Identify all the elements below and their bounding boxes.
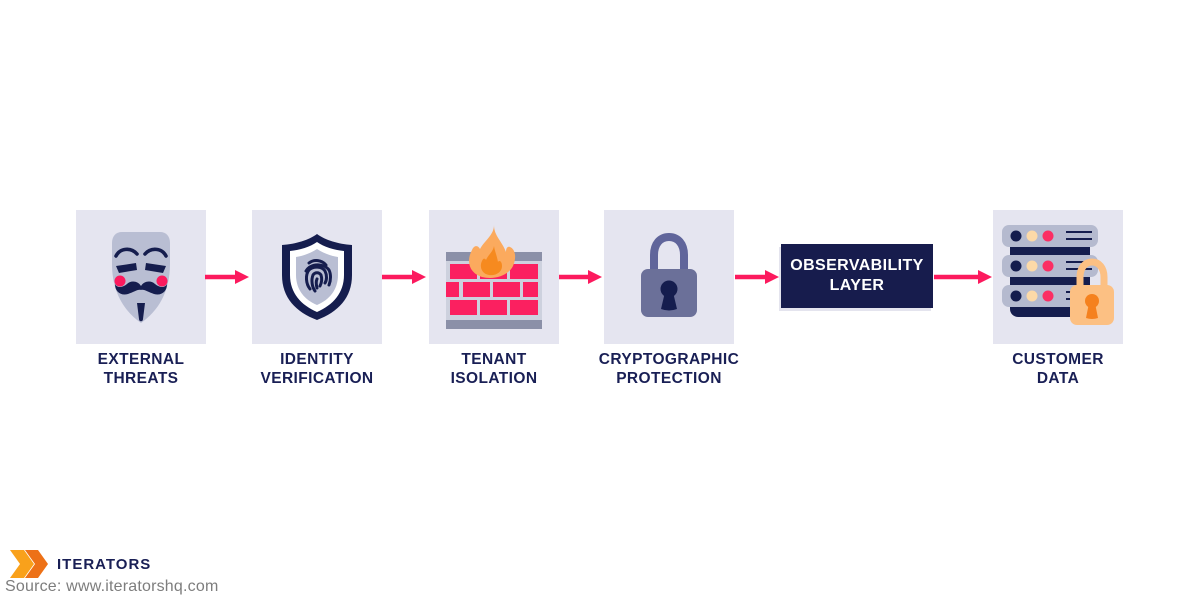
flow-node-identity-verification: [252, 210, 382, 344]
flow-node-customer-data: [993, 210, 1123, 344]
shield-fingerprint-icon: [282, 234, 352, 320]
label-identity-verification: IDENTITY VERIFICATION: [260, 351, 374, 387]
anonymous-mask-icon: [112, 232, 170, 323]
server-lock-icon: [1002, 225, 1114, 325]
arrow-icon: [934, 270, 992, 284]
padlock-icon: [641, 232, 697, 317]
flow-node-tenant-isolation: [429, 210, 559, 344]
source-attribution: Source: www.iteratorshq.com: [5, 578, 219, 595]
arrow-icon: [735, 270, 779, 284]
arrow-icon: [382, 270, 426, 284]
arrow-icon: [205, 270, 249, 284]
label-tenant-isolation: TENANT ISOLATION: [450, 351, 538, 387]
label-customer-data: CUSTOMER DATA: [1012, 351, 1104, 387]
label-cryptographic-protection: CRYPTOGRAPHIC PROTECTION: [598, 351, 740, 387]
flow-node-observability-layer: OBSERVABILITY LAYER: [781, 244, 933, 308]
firewall-flame-icon: [446, 225, 542, 329]
label-external-threats: EXTERNAL THREATS: [97, 351, 185, 387]
flow-node-external-threats: [76, 210, 206, 344]
iterators-logo-icon: [10, 550, 48, 578]
flow-node-cryptographic-protection: [604, 210, 734, 344]
logo-text: ITERATORS: [57, 555, 152, 573]
arrow-icon: [559, 270, 602, 284]
iterators-logo: ITERATORS: [8, 549, 151, 579]
